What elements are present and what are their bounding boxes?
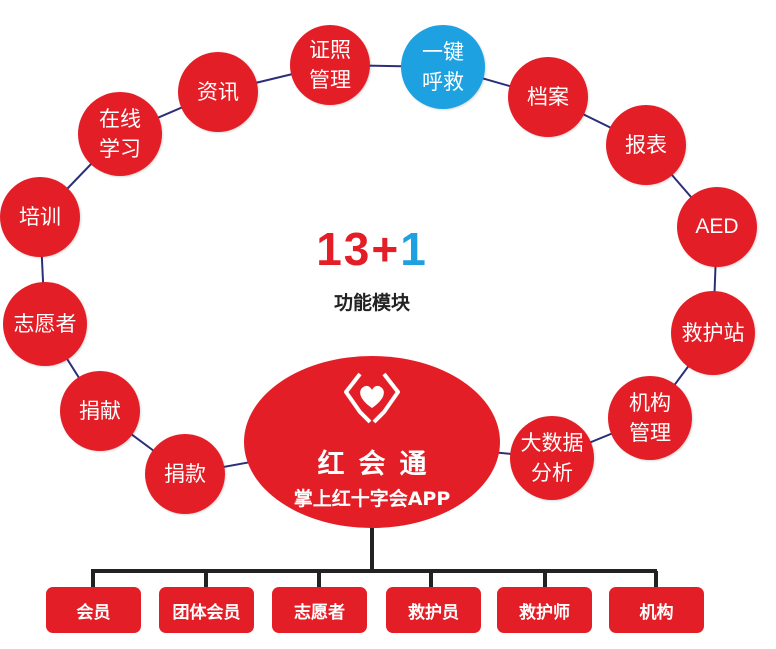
module-donation-money[interactable]: 捐款: [145, 434, 225, 514]
module-emergency-call[interactable]: 一键 呼救: [401, 25, 485, 109]
user-type-label: 救护员: [408, 602, 459, 623]
module-label: 培训: [19, 205, 61, 229]
user-type-label: 团体会员: [172, 602, 241, 623]
module-label: 在线 学习: [99, 107, 141, 161]
module-label: 报表: [625, 133, 667, 157]
module-label: 捐款: [164, 462, 206, 486]
app-hub[interactable]: 红会通 掌上红十字会APP: [244, 356, 500, 528]
module-org-management[interactable]: 机构 管理: [608, 376, 692, 460]
module-label: 捐献: [79, 399, 121, 423]
module-online-learning[interactable]: 在线 学习: [78, 92, 162, 176]
app-tagline: 掌上红十字会APP: [293, 488, 451, 510]
user-type-rescuer[interactable]: 救护员: [386, 587, 481, 633]
module-label: 资讯: [197, 80, 239, 104]
module-training[interactable]: 培训: [0, 177, 80, 257]
module-count-title: 13+1: [272, 222, 472, 276]
user-type-volunteer[interactable]: 志愿者: [272, 587, 367, 633]
module-label: 一键 呼救: [422, 40, 464, 94]
app-name: 红会通: [317, 449, 441, 480]
user-type-label: 志愿者: [294, 602, 345, 623]
module-label: 救护站: [681, 321, 745, 345]
tree-connector: [91, 525, 658, 588]
count-plus-one: 1: [400, 223, 428, 275]
user-type-group-member[interactable]: 团体会员: [159, 587, 254, 633]
module-volunteer[interactable]: 志愿者: [3, 282, 87, 366]
user-type-label: 机构: [639, 602, 674, 623]
module-records[interactable]: 档案: [508, 57, 588, 137]
module-rescue-station[interactable]: 救护站: [671, 291, 755, 375]
module-label: 机构 管理: [629, 391, 671, 445]
user-type-organization[interactable]: 机构: [609, 587, 704, 633]
user-type-label: 救护师: [519, 602, 570, 623]
module-news[interactable]: 资讯: [178, 52, 258, 132]
module-label: 证照 管理: [309, 38, 351, 92]
user-type-rescue-trainer[interactable]: 救护师: [497, 587, 592, 633]
heart-hands-logo-icon: [344, 372, 400, 424]
module-subtitle: 功能模块: [333, 292, 410, 314]
user-type-member[interactable]: 会员: [46, 587, 141, 633]
module-label: AED: [695, 215, 739, 238]
module-aed[interactable]: AED: [677, 187, 757, 267]
user-type-label: 会员: [76, 602, 111, 623]
module-label: 大数据 分析: [520, 431, 584, 485]
module-label: 志愿者: [13, 312, 77, 336]
module-donation[interactable]: 捐献: [60, 371, 140, 451]
module-license-management[interactable]: 证照 管理: [290, 25, 370, 105]
count-main: 13+: [316, 223, 401, 275]
module-reports[interactable]: 报表: [606, 105, 686, 185]
module-label: 档案: [527, 85, 569, 109]
module-big-data[interactable]: 大数据 分析: [510, 416, 594, 500]
